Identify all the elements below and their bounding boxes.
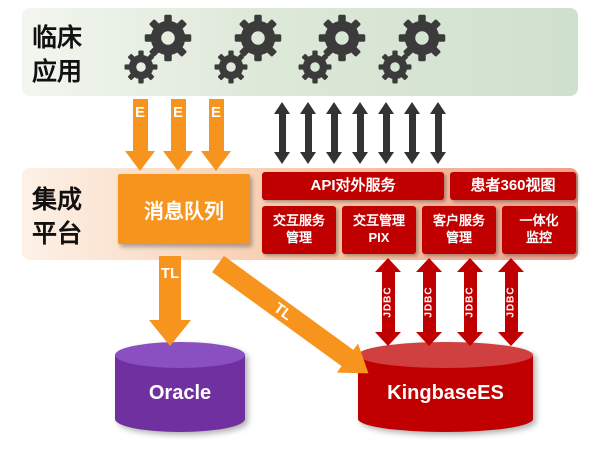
patient-360-box: 患者360视图 [450,172,576,200]
arrow-shaft [132,99,148,151]
sync-arrow [352,102,368,164]
e-arrow-label: E [210,104,221,121]
e-arrow: E [125,99,155,171]
integration-platform-label: 集成平台 [32,186,83,248]
integrated-monitoring-label: 一体化 监控 [519,213,558,247]
label-line2: 管理 [445,230,472,245]
jdbc-arrow-label: JDBC [423,286,435,318]
oracle-label: Oracle [148,381,212,404]
kingbase-label: KingbaseES [387,381,504,404]
sync-arrow [326,102,342,164]
jdbc-arrow: JDBC [375,258,401,346]
gear-cluster [214,14,286,96]
oracle-database: Oracle [115,342,245,432]
jdbc-arrow-label: JDBC [382,286,394,318]
clinical-apps-band: 临床应用 [22,8,578,96]
jdbc-arrow-label: JDBC [464,286,476,318]
integrated-monitoring-box: 一体化 监控 [502,206,576,254]
clinical-apps-label: 临床应用 [32,24,83,86]
tl-arrow-oracle: TL [149,256,191,346]
jdbc-arrow-label: JDBC [505,286,517,318]
sync-arrow [300,102,316,164]
cylinder-top [115,342,245,368]
interaction-service-mgmt-label: 交互服务 管理 [273,213,325,247]
gear-icon [124,50,158,84]
label-line1: 交互服务 [272,213,325,229]
api-services-box: API对外服务 [262,172,444,200]
label-line2: 监控 [525,230,552,245]
arrow-shaft [208,99,224,151]
label-line2: PIX [368,230,390,245]
e-arrow-label: E [134,104,145,121]
jdbc-arrow: JDBC [416,258,442,346]
sync-arrow [274,102,290,164]
gear-icon [378,50,412,84]
interaction-service-mgmt-box: 交互服务 管理 [262,206,336,254]
sync-arrow [430,102,446,164]
arrow-head [163,151,193,171]
arrow-head [201,151,231,171]
customer-service-mgmt-box: 客户服务 管理 [422,206,496,254]
jdbc-arrow: JDBC [498,258,524,346]
sync-arrow [404,102,420,164]
label-line2: 管理 [285,230,312,245]
sync-arrow [378,102,394,164]
label-line1: 客户服务 [432,213,485,229]
jdbc-arrow: JDBC [457,258,483,346]
customer-service-mgmt-label: 客户服务 管理 [433,213,485,247]
message-queue-box: 消息队列 [118,174,250,244]
arrow-head [125,151,155,171]
e-arrow-label: E [172,104,183,121]
api-services-label: API对外服务 [310,177,396,195]
label-line1: 一体化 [519,213,559,229]
tl-arrow-label: TL [270,299,296,324]
gear-cluster [378,14,450,96]
e-arrow: E [201,99,231,171]
message-queue-label: 消息队列 [144,200,224,223]
gear-cluster [124,14,196,96]
arrow-shaft [159,256,181,320]
arrow-shaft [170,99,186,151]
tl-arrow-label: TL [160,265,180,282]
gear-icon [214,50,248,84]
gear-icon [298,50,332,84]
kingbase-database: KingbaseES [358,342,533,432]
patient-360-label: 患者360视图 [470,177,556,195]
cylinder-top [358,342,533,368]
label-line1: 交互管理 [352,213,405,229]
e-arrow: E [163,99,193,171]
interaction-mgmt-pix-box: 交互管理 PIX [342,206,416,254]
gear-cluster [298,14,370,96]
arrow-head [149,320,191,346]
interaction-mgmt-pix-label: 交互管理 PIX [353,213,405,247]
